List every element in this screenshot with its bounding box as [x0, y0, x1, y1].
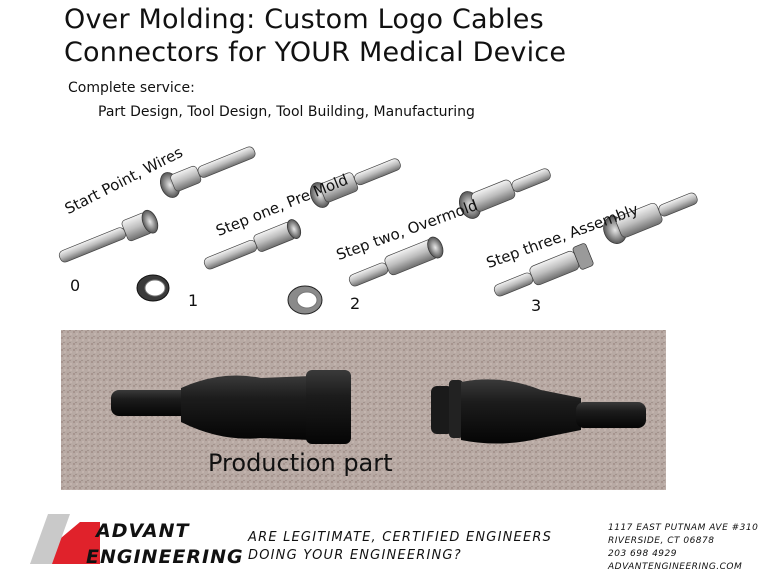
cable-step1-upper — [309, 158, 401, 208]
step-number-0: 0 — [70, 276, 81, 295]
ring-part-2 — [287, 285, 323, 315]
footer-logo-graphic — [30, 514, 100, 564]
service-label: Complete service: — [68, 80, 195, 96]
logo-line-1: ADVANT — [96, 520, 190, 542]
production-part-caption: Production part — [208, 449, 393, 477]
connector-steps-illustration — [58, 146, 698, 315]
ring-part-1 — [136, 274, 170, 302]
title-line-2: Connectors for YOUR Medical Device — [64, 37, 567, 68]
address-line-1: 1117 EAST PUTNAM AVE #310 — [608, 523, 759, 533]
production-part-photo — [61, 330, 666, 490]
logo-grey-shape — [30, 514, 70, 564]
address-line-2: RIVERSIDE, CT 06878 — [608, 536, 715, 546]
cable-step0-lower — [58, 209, 159, 263]
step-number-1: 1 — [188, 291, 199, 310]
logo-line-2: ENGINEERING — [86, 546, 244, 568]
production-connector-right — [431, 379, 646, 444]
title-line-1: Over Molding: Custom Logo Cables — [64, 4, 544, 35]
website-link[interactable]: ADVANTENGINEERING.COM — [608, 562, 743, 572]
tagline-line-2: DOING YOUR ENGINEERING? — [248, 548, 462, 563]
phone-number: 203 698 4929 — [608, 549, 677, 559]
cable-step3-lower — [493, 243, 594, 297]
cable-step2-upper — [458, 168, 551, 219]
production-connector-left — [111, 370, 351, 444]
cable-step1-lower — [203, 219, 302, 270]
cable-step3-upper — [603, 192, 698, 244]
step-number-3: 3 — [531, 296, 542, 315]
cable-step2-lower — [348, 236, 444, 287]
cable-step0-upper — [159, 146, 256, 198]
step-number-2: 2 — [350, 294, 361, 313]
tagline-line-1: ARE LEGITIMATE, CERTIFIED ENGINEERS — [248, 530, 553, 545]
service-list: Part Design, Tool Design, Tool Building,… — [98, 104, 475, 120]
